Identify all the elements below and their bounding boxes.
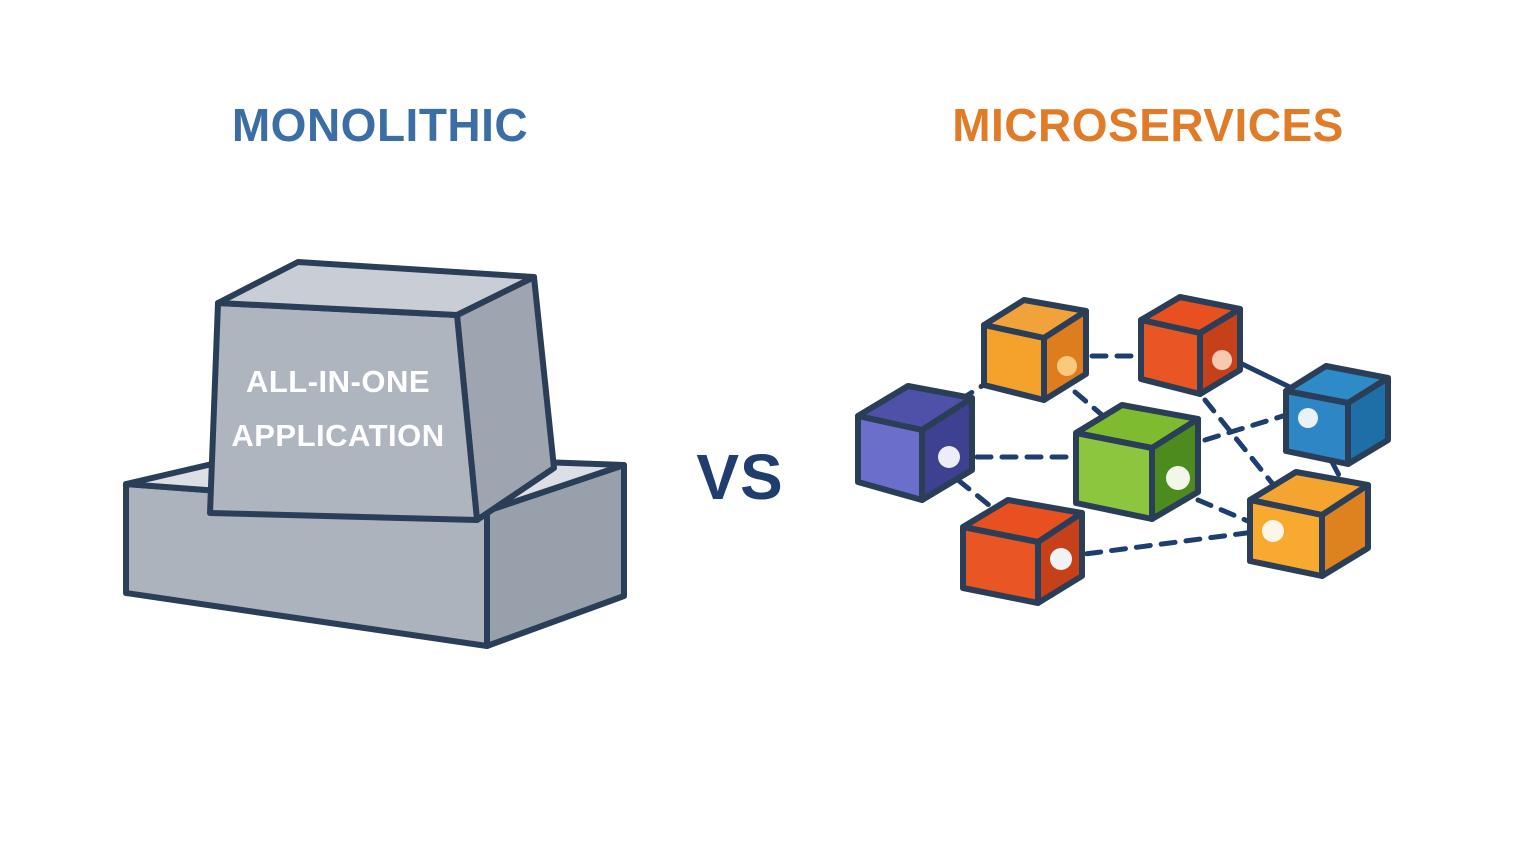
cube-red-bl-left-face xyxy=(960,524,1041,606)
cube-orange-tl-connector-dot xyxy=(1057,356,1077,376)
page-title-microservices: MICROSERVICES xyxy=(952,99,1344,151)
cube-blue-connector-dot xyxy=(1298,408,1318,428)
service-cube-orange-top-left[interactable] xyxy=(981,297,1089,403)
service-cube-blue[interactable] xyxy=(1283,363,1391,467)
vs-comparator-label: VS xyxy=(696,441,784,513)
cube-red-top-left-face xyxy=(1138,317,1203,397)
cube-purple-left-face xyxy=(855,413,925,503)
connector-green-to-blue xyxy=(1202,409,1299,443)
cube-green-connector-dot xyxy=(1166,466,1190,490)
connector-red-top-to-orange-bottom xyxy=(1202,397,1279,491)
service-cube-red-top[interactable] xyxy=(1138,294,1243,397)
monolith-label-line-1: ALL-IN-ONE xyxy=(246,364,430,399)
cube-orange-br-left-face xyxy=(1247,497,1325,579)
service-cube-orange-bottom-right[interactable] xyxy=(1247,469,1371,579)
cube-purple-connector-dot xyxy=(938,446,960,468)
service-cube-red-bottom-left[interactable] xyxy=(960,497,1085,606)
cube-blue-right-face xyxy=(1345,375,1391,467)
cube-red-bl-connector-dot xyxy=(1050,548,1072,570)
monolith-block-top-face xyxy=(215,259,537,318)
cube-green-left-face xyxy=(1073,430,1155,522)
cube-orange-tl-left-face xyxy=(981,322,1047,403)
cube-blue-left-face xyxy=(1283,388,1351,467)
page-title-monolithic: MONOLITHIC xyxy=(231,99,529,151)
cube-orange-tl-right-face xyxy=(1041,308,1089,403)
cube-red-top-connector-dot xyxy=(1212,350,1232,370)
cube-orange-br-connector-dot xyxy=(1262,520,1284,542)
service-cube-purple[interactable] xyxy=(855,383,975,503)
connector-red-bottom-to-orange-bottom xyxy=(1059,528,1265,560)
cube-orange-br-right-face xyxy=(1319,482,1371,579)
monolith-label-line-2: APPLICATION xyxy=(231,418,444,453)
service-cube-green-center[interactable] xyxy=(1073,402,1201,522)
